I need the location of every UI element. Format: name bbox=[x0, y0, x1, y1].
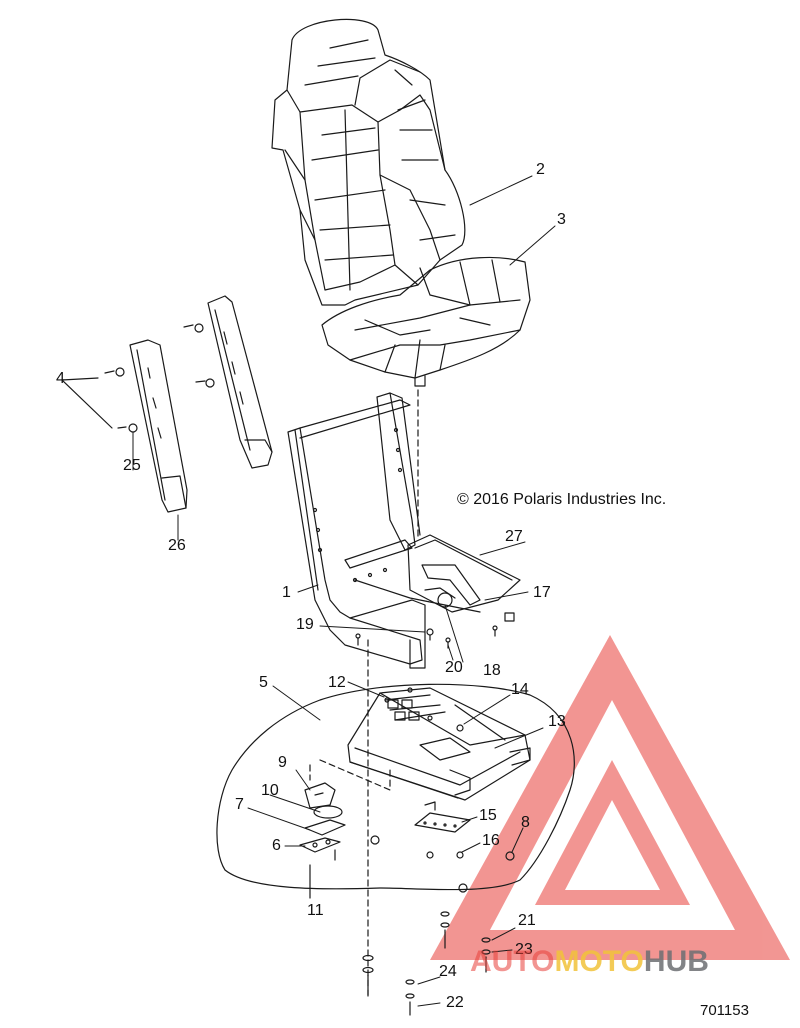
seat-back bbox=[271, 18, 466, 306]
callout-5: 5 bbox=[259, 674, 268, 691]
latch-parts bbox=[299, 782, 346, 899]
callout-27: 27 bbox=[505, 528, 523, 545]
callout-9: 9 bbox=[278, 754, 287, 771]
callout-20: 20 bbox=[445, 659, 463, 676]
fasteners-panel bbox=[61, 323, 215, 433]
callout-21: 21 bbox=[518, 912, 536, 929]
callout-24: 24 bbox=[439, 963, 457, 980]
bottom-hardware bbox=[362, 911, 491, 1016]
seat-frame bbox=[287, 392, 426, 669]
callout-18: 18 bbox=[483, 662, 501, 679]
dashed-lines bbox=[309, 389, 419, 1001]
callout-22: 22 bbox=[446, 994, 464, 1011]
callout-leaders bbox=[132, 175, 556, 1007]
diagram-reference-number: 701153 bbox=[700, 1002, 749, 1019]
callout-8: 8 bbox=[521, 814, 530, 831]
callout-12: 12 bbox=[328, 674, 346, 691]
watermark-part-auto: AUTO bbox=[470, 945, 555, 978]
watermark-part-moto: MOTO bbox=[554, 945, 644, 978]
callout-16: 16 bbox=[482, 832, 500, 849]
callout-25: 25 bbox=[123, 457, 141, 474]
callout-2: 2 bbox=[536, 161, 545, 178]
watermark-part-hub: HUB bbox=[643, 945, 709, 978]
watermark-text: AUTOMOTOHUB bbox=[470, 945, 709, 979]
callout-15: 15 bbox=[479, 807, 497, 824]
callout-17: 17 bbox=[533, 584, 551, 601]
callout-26: 26 bbox=[168, 537, 186, 554]
trim-panel-left bbox=[129, 339, 188, 513]
callout-7: 7 bbox=[235, 796, 244, 813]
callout-3: 3 bbox=[557, 211, 566, 228]
callout-6: 6 bbox=[272, 837, 281, 854]
callout-4: 4 bbox=[56, 370, 65, 387]
seat-cushion bbox=[321, 256, 531, 387]
callout-11: 11 bbox=[307, 902, 324, 919]
callout-10: 10 bbox=[261, 782, 279, 799]
callout-1: 1 bbox=[282, 584, 291, 601]
watermark-logo bbox=[430, 635, 790, 960]
callout-14: 14 bbox=[511, 681, 529, 698]
plate-and-nuts bbox=[370, 697, 515, 893]
callout-19: 19 bbox=[296, 616, 314, 633]
seat-bracket bbox=[354, 534, 521, 649]
seat-slider bbox=[347, 687, 531, 801]
copyright-notice: © 2016 Polaris Industries Inc. bbox=[457, 491, 667, 508]
callout-23: 23 bbox=[515, 941, 533, 958]
trim-panel-right bbox=[207, 295, 273, 469]
assembly-boundary bbox=[216, 683, 575, 891]
callout-13: 13 bbox=[548, 713, 566, 730]
